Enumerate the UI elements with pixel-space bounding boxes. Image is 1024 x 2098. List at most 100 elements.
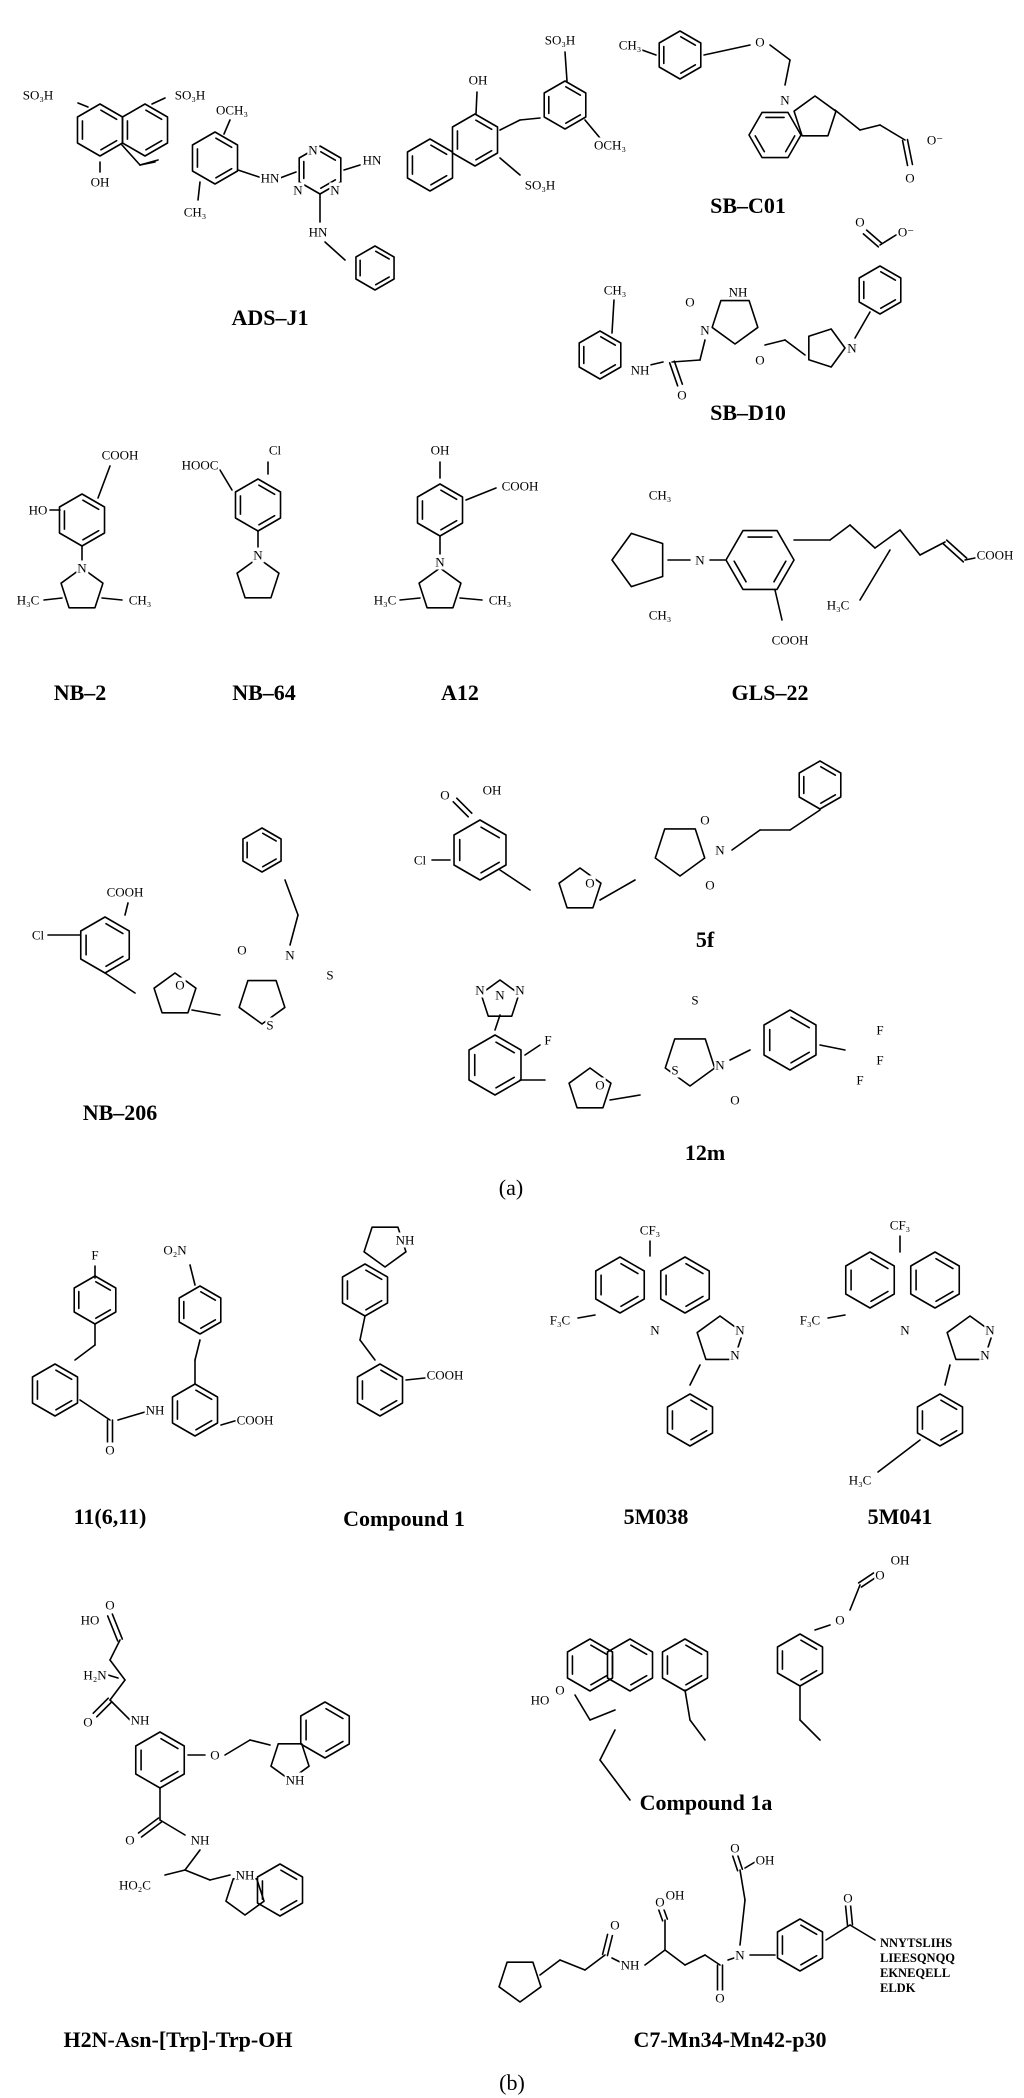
compound1a-bond	[685, 1644, 703, 1656]
atom-label-background	[904, 170, 916, 186]
atom-label-background	[124, 1832, 136, 1848]
ads-j1-bond	[519, 117, 541, 121]
m041-bond	[944, 1364, 951, 1386]
atom-label-background	[729, 1840, 741, 1856]
c12m-atom-n: N	[475, 983, 485, 998]
h2n-bond	[184, 1869, 211, 1881]
sb-c01-bond	[703, 44, 751, 56]
nb-206-bond	[261, 858, 277, 868]
compound1a-bond	[684, 1689, 691, 1721]
h2n-atom-o: O	[210, 1748, 219, 1763]
c7-atom-o: O	[730, 1841, 739, 1856]
c7-bond	[684, 1954, 706, 1966]
nb-206-ring	[153, 972, 197, 1014]
nb-2-atom-ho: HO	[29, 503, 48, 518]
compound1a-bond	[849, 1584, 861, 1611]
nb-206-bond	[105, 922, 124, 935]
ads-j1-bond	[215, 167, 233, 179]
a12-atom-oh: OH	[431, 443, 450, 458]
caption-5m041: 5M041	[868, 1504, 933, 1529]
m041-atom-n: N	[980, 1348, 990, 1363]
c5f-bond	[480, 826, 501, 839]
atom-label-background	[754, 34, 766, 50]
c12m-ring	[568, 1067, 612, 1109]
atom-label-background	[118, 1877, 152, 1893]
atom-label-background	[434, 554, 447, 570]
caption-h2n-asn-trp-trp-oh: H2N-Asn-[Trp]-Trp-OH	[64, 2027, 293, 2052]
m038-bond	[689, 1364, 701, 1386]
ads-j1-bond	[499, 119, 521, 131]
c12m-atom-s: S	[671, 1063, 678, 1078]
sb-c01-bond	[769, 44, 791, 61]
c5f-ring	[798, 760, 842, 810]
atom-label-background	[90, 1247, 100, 1263]
compound1a-bond	[685, 1674, 703, 1686]
nb-206-atom-s: S	[266, 1018, 273, 1033]
m041-atom-f3c: F₃C	[800, 1313, 820, 1328]
c7-bond	[800, 1924, 818, 1936]
c12m-atom-f: F	[876, 1023, 883, 1038]
sb-d10-ring	[578, 330, 622, 380]
atom-label-background	[734, 1322, 747, 1338]
compound1a-atom-o: O	[875, 1568, 884, 1583]
compound1a-bond	[590, 1644, 608, 1656]
c7-bond	[739, 1869, 746, 1901]
compound1-atom-nh: NH	[396, 1233, 415, 1248]
m041-ring	[844, 1251, 896, 1309]
h2n-ring	[256, 1863, 304, 1917]
sb-c01-ring	[658, 30, 702, 80]
caption-nb-64: NB–64	[232, 680, 296, 705]
c7-bond	[606, 1934, 614, 1957]
sb-c01-atom-o-minus: O⁻	[927, 133, 943, 148]
c12m-atom-n: N	[715, 1058, 725, 1073]
c11-bond	[200, 1319, 217, 1330]
gls-22-bond	[849, 524, 876, 549]
atom-label-background	[984, 1322, 997, 1338]
caption-sb-c01: SB–C01	[710, 193, 786, 218]
atom-label-background	[654, 1894, 666, 1910]
c5f-bond	[480, 861, 501, 874]
c11-atom-cooh: COOH	[237, 1413, 274, 1428]
sb-c01-bond	[859, 124, 881, 131]
c11-bond	[74, 1344, 96, 1361]
c12m-bond	[494, 1014, 501, 1031]
ads-j1-bond	[320, 150, 337, 161]
compound1a-bond	[799, 1719, 821, 1741]
c5f-atom-oh: OH	[483, 783, 502, 798]
c11-bond	[95, 1280, 112, 1291]
ads-j1-atom-so3h: SO₃H	[545, 33, 576, 48]
atom-label-background	[267, 442, 283, 458]
atom-label-background	[82, 1667, 109, 1683]
a12-atom-cooh: COOH	[502, 479, 539, 494]
m038-bond	[620, 1262, 639, 1275]
atom-label-background	[647, 607, 673, 623]
nb-206-atom-o: O	[237, 943, 246, 958]
atom-label-background	[543, 1032, 553, 1048]
c7-bond	[539, 1959, 561, 1976]
atom-label-background	[514, 982, 527, 998]
c5f-atom-cl: Cl	[414, 853, 427, 868]
ads-j1-atom-oh: OH	[91, 175, 110, 190]
m038-bond	[690, 1429, 708, 1441]
compound1a-bond	[860, 1576, 878, 1588]
c7-atom-o: O	[715, 1991, 724, 2006]
gls-22-bond	[733, 560, 747, 583]
atom-label-background	[467, 72, 489, 88]
atom-label-background	[529, 1692, 551, 1708]
gls-22-bond	[945, 539, 968, 559]
nb-206-atom-cl: Cl	[32, 928, 45, 943]
a12-atom-n: N	[435, 555, 445, 570]
atom-label-background	[896, 224, 916, 240]
c7-ring	[498, 1961, 542, 2003]
m041-bond	[827, 1314, 846, 1319]
ads-j1-atom-n: N	[330, 183, 340, 198]
c7-bond	[601, 1933, 609, 1956]
sb-d10-atom-n: N	[700, 323, 710, 338]
atom-label-background	[670, 1062, 680, 1078]
compound1a-atom-o: O	[835, 1613, 844, 1628]
ads-j1-atom-och3: OCH₃	[594, 138, 626, 153]
atom-label-background	[259, 170, 281, 186]
c7-atom-o: O	[610, 1918, 619, 1933]
nb-206-bond	[191, 1009, 221, 1016]
sb-d10-bond	[862, 233, 880, 248]
